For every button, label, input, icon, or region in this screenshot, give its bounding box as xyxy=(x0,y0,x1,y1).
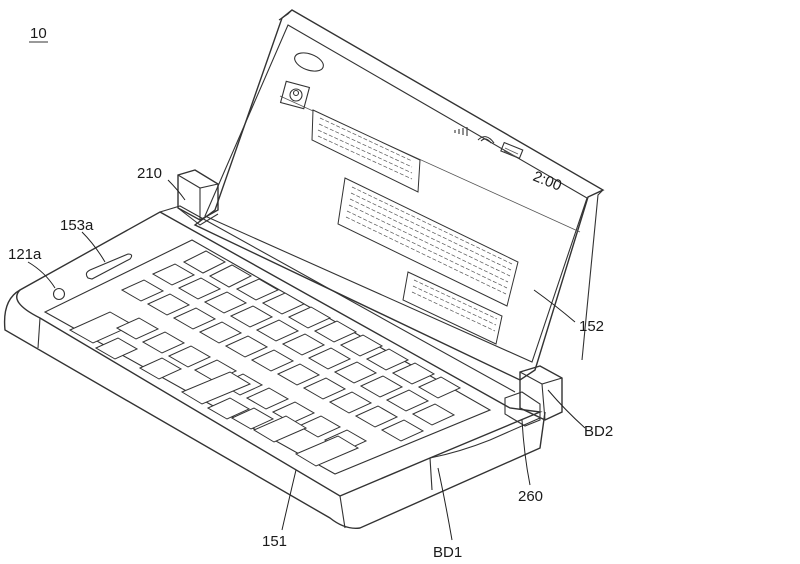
left-hinge xyxy=(177,169,219,226)
leader-210 xyxy=(167,179,186,201)
chat-bubble-3 xyxy=(402,271,503,345)
label-first-body: BD1 xyxy=(433,544,462,561)
label-camera: 121a xyxy=(8,246,42,263)
figure-number: 10 xyxy=(30,25,47,42)
leader-153a xyxy=(81,231,106,263)
label-hinge-left: 210 xyxy=(137,165,162,182)
top-notch-icon xyxy=(294,52,324,72)
leader-bd1 xyxy=(437,467,453,541)
signal-icon xyxy=(454,127,468,136)
leader-bd2 xyxy=(547,389,586,429)
right-hinge xyxy=(504,365,563,427)
leader-151 xyxy=(281,469,297,531)
keyboard-keys xyxy=(68,250,462,467)
label-display: 152 xyxy=(579,318,604,335)
label-speaker: 153a xyxy=(60,217,94,234)
chat-bubble-1 xyxy=(311,109,421,193)
label-keyboard: 151 xyxy=(262,533,287,550)
leader-121a xyxy=(27,261,56,289)
status-clock: 2:00 xyxy=(531,168,564,195)
leader-152 xyxy=(533,289,576,323)
leader-260 xyxy=(521,419,531,486)
label-hinge-right: 260 xyxy=(518,488,543,505)
battery-icon xyxy=(500,141,524,160)
camera-lens-icon xyxy=(52,287,66,301)
avatar-icon xyxy=(279,80,311,110)
keyboard-body xyxy=(3,205,546,529)
chat-bubble-2 xyxy=(337,177,519,307)
label-second-body: BD2 xyxy=(584,423,613,440)
wifi-icon xyxy=(477,136,495,144)
speaker-slot xyxy=(85,253,133,280)
